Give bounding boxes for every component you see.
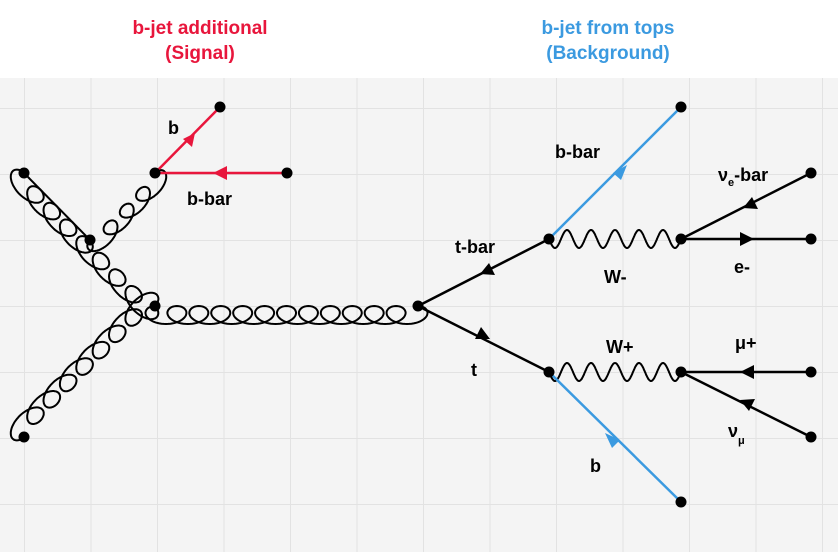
vertex-dot	[805, 233, 817, 245]
vertex-dot	[214, 101, 226, 113]
grid-background	[0, 78, 838, 552]
vertices	[18, 101, 817, 508]
background-bbar-arrow	[613, 165, 627, 180]
vertex-dot	[543, 366, 555, 378]
background-header-subtitle: (Background)	[546, 43, 670, 64]
label-nu-mu-nu: ν	[728, 421, 738, 441]
muon-arrow	[740, 365, 754, 379]
vertex-dot	[805, 431, 817, 443]
label-bbar-signal: b-bar	[187, 189, 232, 209]
label-nu-e-bar: νe-bar	[718, 165, 768, 189]
gluon-splitting	[23, 172, 91, 241]
vertex-dot	[412, 300, 424, 312]
signal-header-subtitle: (Signal)	[165, 43, 235, 64]
vertex-dot	[84, 234, 96, 246]
vertex-dot	[675, 366, 687, 378]
gluon-incoming-bottom	[9, 291, 160, 442]
gluon-emitted	[86, 169, 168, 253]
label-bbar-top: b-bar	[555, 142, 600, 162]
background-header-title: b-jet from tops	[541, 18, 675, 39]
nu-mu-arrow	[740, 399, 755, 411]
label-b-bottom: b	[590, 456, 601, 476]
signal-header-title: b-jet additional	[132, 18, 268, 39]
vertex-dot	[675, 101, 687, 113]
vertex-dot	[805, 167, 817, 179]
label-w-plus: W+	[606, 337, 634, 357]
signal-header: b-jet additional (Signal)	[90, 16, 310, 66]
electron-arrow	[740, 232, 754, 246]
tbar-arrow	[480, 263, 495, 275]
label-b-signal: b	[168, 118, 179, 138]
background-b-arrow	[605, 433, 620, 448]
background-header: b-jet from tops (Background)	[498, 16, 718, 66]
label-nu-e-bar-nu: ν	[718, 165, 728, 185]
label-tbar: t-bar	[455, 237, 495, 257]
t-arrow	[475, 327, 490, 339]
vertex-dot	[543, 233, 555, 245]
vertex-dot	[149, 300, 161, 312]
label-t: t	[471, 360, 477, 380]
label-muon: μ+	[735, 333, 757, 353]
label-nu-e-bar-sub: e	[728, 177, 734, 189]
w-minus-boson	[548, 228, 682, 249]
signal-bbar-arrow	[213, 166, 227, 180]
vertex-dot	[281, 167, 293, 179]
gluon-propagator	[144, 304, 429, 326]
nu-e-bar-arrow	[743, 197, 758, 209]
background-b-line	[548, 371, 682, 503]
w-plus-boson	[548, 361, 682, 382]
label-nu-e-bar-suffix: -bar	[734, 165, 768, 185]
vertex-dot	[675, 496, 687, 508]
vertex-dot	[149, 167, 161, 179]
label-nu-mu-sub: μ	[738, 435, 745, 447]
label-w-minus: W-	[604, 267, 627, 287]
vertex-dot	[18, 167, 30, 179]
vertex-dot	[675, 233, 687, 245]
vertex-dot	[18, 431, 30, 443]
label-electron: e-	[734, 257, 750, 277]
vertex-dot	[805, 366, 817, 378]
label-nu-mu: νμ	[728, 421, 745, 447]
signal-b-arrow	[183, 133, 195, 147]
